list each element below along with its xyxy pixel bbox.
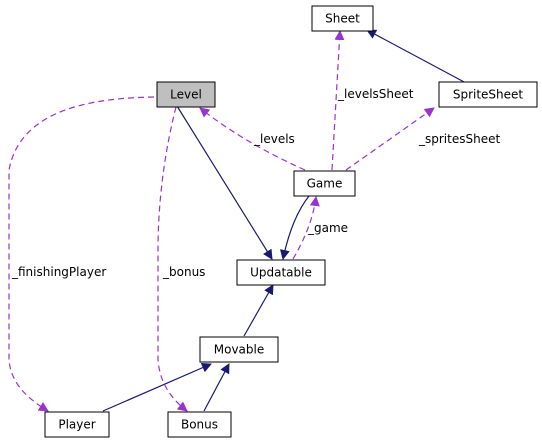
edge-game-to-spritesheet <box>345 107 435 171</box>
node-level[interactable]: Level <box>156 81 216 108</box>
node-player-label: Player <box>58 418 95 432</box>
node-movable-label: Movable <box>214 343 264 357</box>
edge-level-to-player <box>8 96 155 412</box>
node-sheet[interactable]: Sheet <box>311 5 374 32</box>
node-bonus[interactable]: Bonus <box>167 411 232 438</box>
edge-game-to-updatable <box>279 195 310 260</box>
label-levels: _levels <box>253 132 295 146</box>
edge-game-to-sheet <box>331 30 345 171</box>
edge-player-to-movable <box>102 363 212 412</box>
edge-level-to-updatable <box>176 105 273 260</box>
label-bonus: _bonus <box>162 265 205 279</box>
label-sprites-sheet: _spritesSheet <box>418 132 500 146</box>
node-player[interactable]: Player <box>44 411 110 438</box>
edge-updatable-to-game <box>292 196 320 260</box>
edge-game-to-level <box>199 107 306 171</box>
label-levels-sheet: _levelsSheet <box>337 87 414 101</box>
node-game-label: Game <box>307 177 343 191</box>
edge-movable-to-updatable <box>243 284 274 337</box>
node-game[interactable]: Game <box>293 170 356 197</box>
node-spritesheet[interactable]: SpriteSheet <box>438 81 538 108</box>
node-level-label: Level <box>170 88 202 102</box>
node-spritesheet-label: SpriteSheet <box>453 88 524 102</box>
edge-level-to-bonus <box>157 106 188 412</box>
node-movable[interactable]: Movable <box>199 336 279 363</box>
node-bonus-label: Bonus <box>181 418 218 432</box>
edge-bonus-to-movable <box>203 363 230 412</box>
node-updatable-label: Updatable <box>250 266 312 280</box>
node-sheet-label: Sheet <box>325 12 360 26</box>
node-updatable[interactable]: Updatable <box>236 259 326 286</box>
label-finishing-player: _finishingPlayer <box>11 265 106 279</box>
label-game: _game <box>307 221 348 235</box>
edge-spritesheet-to-sheet <box>366 29 467 84</box>
